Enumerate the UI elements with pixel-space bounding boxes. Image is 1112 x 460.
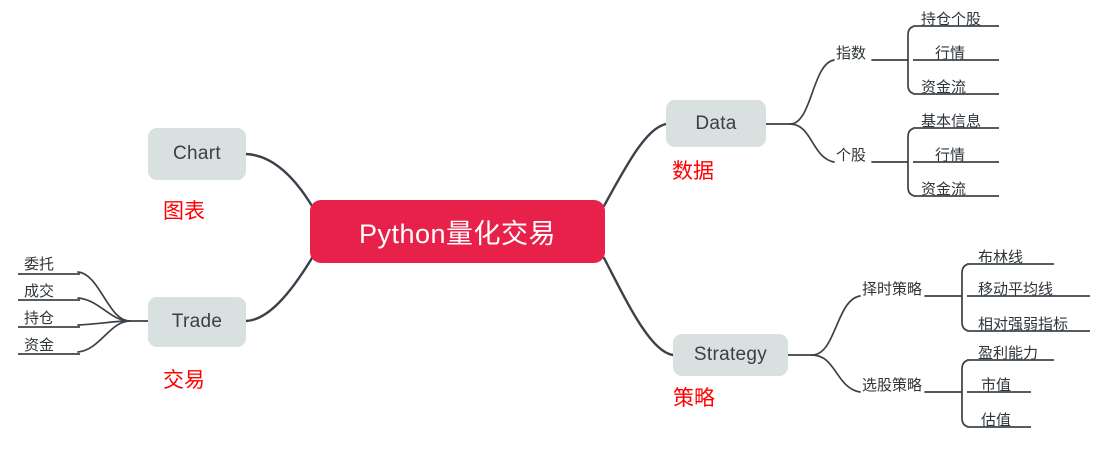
connector-center-strategy <box>602 256 675 357</box>
center-node-label: Python量化交易 <box>358 219 557 249</box>
leaf-trade-3[interactable]: 持仓 <box>24 310 55 327</box>
connector-trade-leaf-4 <box>77 320 131 353</box>
group-label-timing[interactable]: 择时策略 <box>862 281 923 298</box>
leaf-selection-1[interactable]: 盈利能力 <box>978 345 1039 362</box>
leaf-stock-3[interactable]: 资金流 <box>921 181 967 198</box>
leaf-stock-2[interactable]: 行情 <box>935 147 966 164</box>
branch-node-trade-label: Trade <box>171 311 223 332</box>
annotation-trade: 交易 <box>163 369 205 392</box>
center-node[interactable]: Python量化交易 <box>310 200 605 263</box>
annotation-strategy: 策略 <box>673 387 715 410</box>
branch-node-strategy[interactable]: Strategy <box>673 334 788 376</box>
branch-node-trade[interactable]: Trade <box>148 297 246 347</box>
group-label-stock[interactable]: 个股 <box>836 147 867 164</box>
group-label-selection[interactable]: 选股策略 <box>862 377 923 394</box>
connector-data-group-1 <box>789 59 835 125</box>
group-label-index[interactable]: 指数 <box>836 45 867 62</box>
connector-trade-leaf-1 <box>77 271 131 322</box>
connector-center-data <box>602 122 668 208</box>
leaf-timing-2[interactable]: 移动平均线 <box>978 281 1054 298</box>
branch-node-chart[interactable]: Chart <box>148 128 246 180</box>
leaf-index-1[interactable]: 持仓个股 <box>921 11 982 28</box>
annotation-data: 数据 <box>672 160 714 183</box>
connector-center-chart <box>244 152 314 208</box>
leaf-timing-3[interactable]: 相对强弱指标 <box>978 316 1069 333</box>
connector-center-trade <box>244 256 314 323</box>
connector-strategy-group-2 <box>811 354 861 393</box>
connector-data-group-2 <box>789 123 835 163</box>
leaf-selection-3[interactable]: 估值 <box>981 412 1012 429</box>
connector-strategy-group-1 <box>811 295 861 356</box>
branch-node-data[interactable]: Data <box>666 100 766 147</box>
branch-node-strategy-label: Strategy <box>693 344 768 365</box>
leaf-selection-2[interactable]: 市值 <box>981 377 1012 394</box>
annotation-chart: 图表 <box>163 200 205 223</box>
leaf-trade-1[interactable]: 委托 <box>24 256 55 273</box>
branch-node-chart-label: Chart <box>173 143 221 164</box>
leaf-timing-1[interactable]: 布林线 <box>978 249 1024 266</box>
leaf-trade-4[interactable]: 资金 <box>24 337 55 354</box>
branch-node-data-label: Data <box>695 112 737 134</box>
connector-trade-leaf-2 <box>77 297 131 322</box>
leaf-stock-1[interactable]: 基本信息 <box>921 113 982 130</box>
leaf-index-3[interactable]: 资金流 <box>921 79 967 96</box>
leaf-index-2[interactable]: 行情 <box>935 45 966 62</box>
leaf-trade-2[interactable]: 成交 <box>24 283 55 300</box>
